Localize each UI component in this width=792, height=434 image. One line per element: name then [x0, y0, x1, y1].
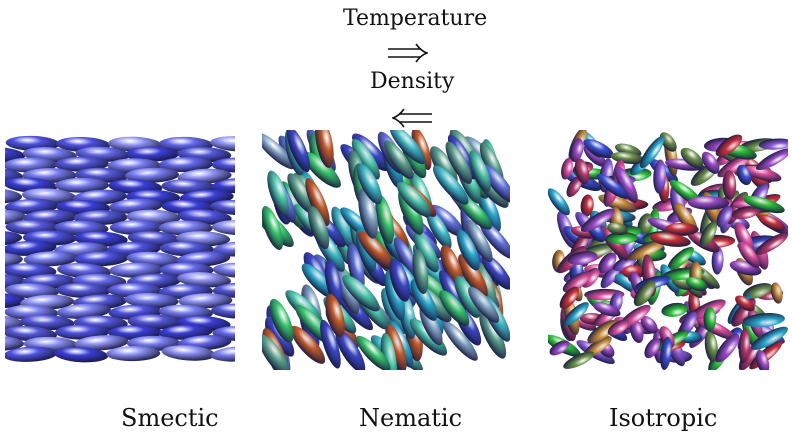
smectic-caption: Smectic: [121, 404, 219, 432]
nematic-phase-illustration: [262, 130, 510, 370]
isotropic-caption: Isotropic: [609, 404, 717, 432]
temperature-label: Temperature: [343, 8, 487, 30]
isotropic-phase-illustration: [548, 130, 788, 370]
isotropic-ellipsoid: [769, 281, 784, 304]
density-label: Density: [370, 71, 454, 93]
smectic-phase-illustration: [5, 132, 235, 370]
right-arrow-icon: [388, 43, 428, 63]
nematic-caption: Nematic: [359, 404, 462, 432]
left-arrow-icon: [392, 108, 432, 128]
